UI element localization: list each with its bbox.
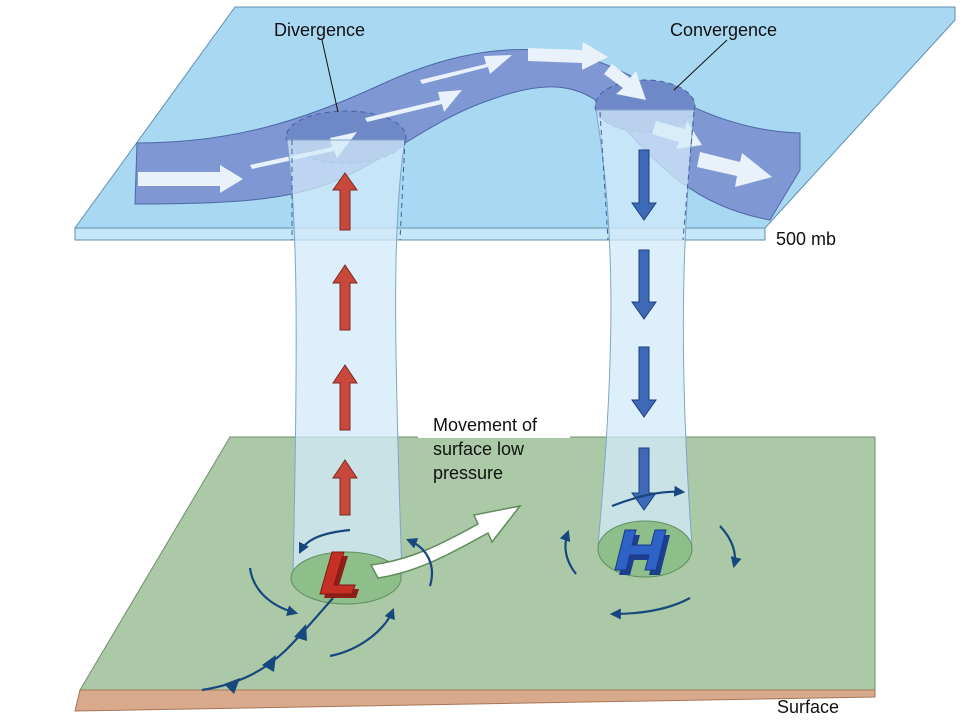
low-circulation-arrows <box>248 528 434 658</box>
front-triangle-icon <box>224 678 240 694</box>
movement-label-line-1: Movement of <box>433 415 538 435</box>
jet-arrow <box>528 42 608 70</box>
jet-arrow <box>604 64 646 100</box>
circulation-arrow-icon <box>559 529 577 575</box>
divergence-leader <box>321 39 339 113</box>
movement-arrow-icon <box>369 504 522 579</box>
convergence-leader <box>673 39 728 91</box>
circulation-arrow-icon <box>299 528 351 554</box>
movement-label-backdrop <box>418 412 570 438</box>
up-arrow-icon <box>332 172 358 231</box>
upper-plane-500mb <box>74 6 956 241</box>
jet-arrow <box>138 165 243 193</box>
front-triangle-icon <box>262 655 276 672</box>
low-pressure-column <box>286 139 406 576</box>
jet-arrow <box>250 132 357 169</box>
circulation-arrow-icon <box>609 597 691 620</box>
movement-label-line-3: pressure <box>433 463 503 483</box>
jet-arrow <box>420 55 512 84</box>
jet-arrow <box>365 90 462 122</box>
cold-front <box>201 597 334 694</box>
circulation-arrow-icon <box>611 485 686 508</box>
down-arrow-icon <box>631 249 657 320</box>
circulation-arrow-icon <box>329 607 395 658</box>
convergence-label: Convergence <box>670 20 777 40</box>
up-arrow-icon <box>332 459 358 516</box>
down-arrow-icon <box>631 149 657 221</box>
upper-level-label: 500 mb <box>776 229 836 249</box>
circulation-arrow-icon <box>248 567 299 617</box>
circulation-arrow-icon <box>405 538 434 587</box>
down-arrow-icon <box>631 346 657 418</box>
movement-label-line-2: surface low <box>433 439 525 459</box>
high-circulation-arrows <box>559 485 742 620</box>
high-pressure-symbol: H <box>614 529 670 575</box>
circulation-arrow-icon <box>719 525 742 569</box>
front-triangle-icon <box>294 624 307 641</box>
divergence-label: Divergence <box>274 20 365 40</box>
jet-arrow <box>697 152 772 187</box>
low-pressure-symbol: L <box>319 551 359 598</box>
surface-label: Surface <box>777 697 839 717</box>
rising-air-arrows <box>332 172 358 516</box>
up-arrow-icon <box>332 264 358 331</box>
up-arrow-icon <box>332 364 358 431</box>
